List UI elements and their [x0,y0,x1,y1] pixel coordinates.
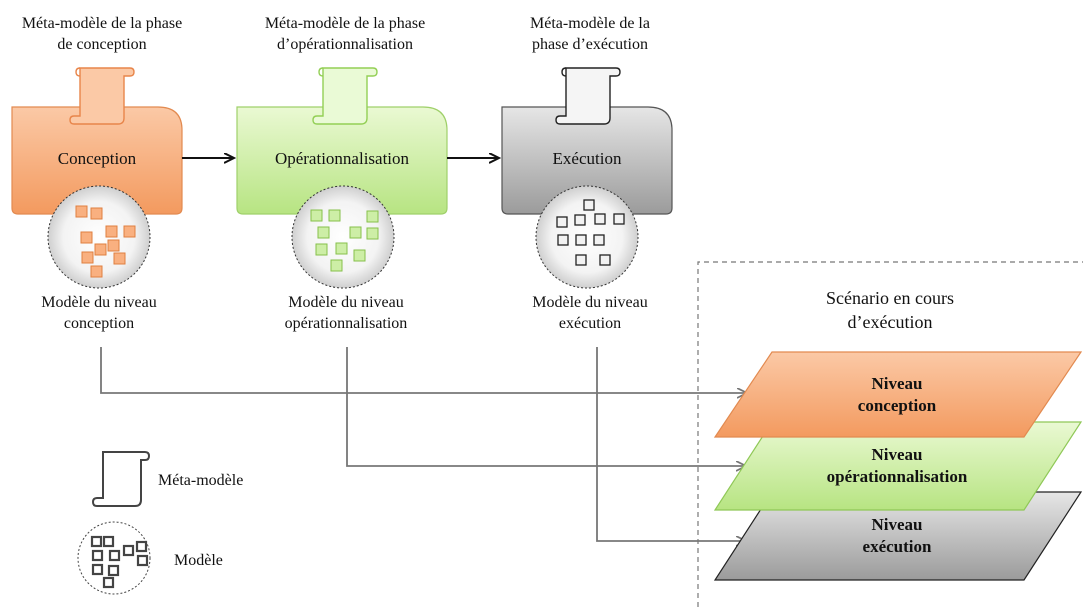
legend-metamodel-icon [91,451,151,507]
metamodel-label-conception: Méta-modèle de la phase de conception [21,15,183,53]
legend-model-squares [90,535,149,589]
phase-box-execution [501,106,673,215]
scroll-icon-conception [69,67,135,125]
model-elements-execution [556,199,625,266]
model-circle-execution [535,185,639,289]
model-elements-operationnalisation [310,209,379,272]
phase-box-conception [11,106,183,215]
model-label-operationnalisation: Modèle du niveau opérationnalisation [284,294,408,332]
connector-execution [596,347,746,541]
metamodel-label-operationnalisation: Méta-modèle de la phase d’opérationnalis… [264,15,426,53]
metamodel-label-execution: Méta-modèle de la phase d’exécution [530,15,650,53]
model-circle-operationnalisation [291,185,395,289]
connector-operationnalisation [346,347,746,466]
level-label-conception: Niveau conception [857,374,937,415]
level-label-operationnalisation: Niveau opérationnalisation [826,445,968,486]
phase-title-conception: Conception [57,149,137,168]
level-label-execution: Niveau exécution [862,515,932,556]
phase-title-execution: Exécution [552,149,622,168]
connector-conception [100,347,747,393]
phase-box-operationnalisation [236,106,448,215]
phase-title-operationnalisation: Opérationnalisation [274,149,410,168]
scroll-icon-operationnalisation [312,67,378,125]
scroll-icon-execution [555,67,621,125]
legend-model-label: Modèle [174,552,223,569]
legend-metamodel-label: Méta-modèle [158,472,244,489]
model-label-conception: Modèle du niveau conception [41,294,157,332]
scenario-frame [697,261,1083,607]
scenario-title: Scénario en cours d’exécution [826,288,954,332]
level-plane-conception [713,351,1083,438]
model-label-execution: Modèle du niveau exécution [532,294,648,332]
model-elements-conception [75,205,136,278]
